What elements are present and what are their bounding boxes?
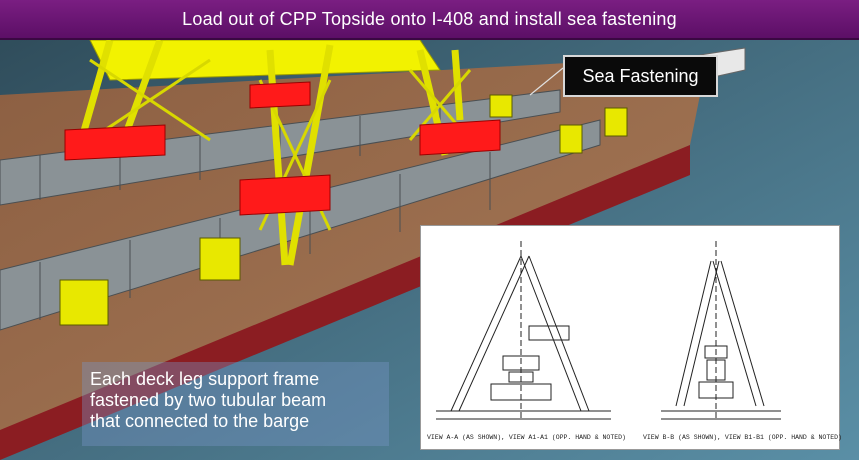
view-a-label: VIEW A-A (AS SHOWN), VIEW A1-A1 (OPP. HA… — [427, 434, 626, 441]
caption-box: Each deck leg support frame fastened by … — [82, 362, 389, 446]
view-b-label: VIEW B-B (AS SHOWN), VIEW B1-B1 (OPP. HA… — [643, 434, 842, 441]
engineering-drawing: VIEW A-A (AS SHOWN), VIEW A1-A1 (OPP. HA… — [420, 225, 842, 450]
support-frame-2 — [239, 174, 331, 216]
slide-title: Load out of CPP Topside onto I-408 and i… — [182, 8, 677, 29]
drawing-views — [436, 241, 781, 421]
barge-hull — [0, 145, 690, 460]
caption-line-1: Each deck leg support frame — [90, 369, 320, 389]
winches — [59, 94, 628, 326]
support-frame-3 — [419, 119, 501, 156]
support-frame-1 — [64, 124, 166, 161]
caption-line-2: fastened by two tubular beam — [90, 390, 327, 410]
support-frame-4 — [249, 81, 311, 109]
sea-fastening-callout: Sea Fastening — [563, 55, 718, 97]
slide-title-bar: Load out of CPP Topside onto I-408 and i… — [0, 0, 859, 40]
caption-line-3: that connected to the barge — [90, 411, 310, 431]
